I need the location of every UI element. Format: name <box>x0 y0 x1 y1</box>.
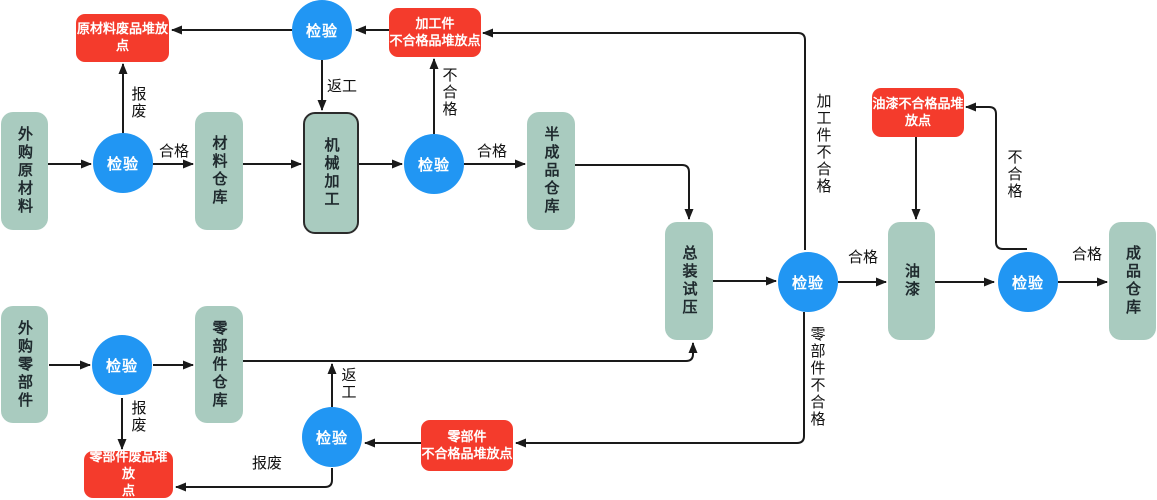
edge-semi-warehouse-to-assembly <box>575 164 694 220</box>
edge-label-nonconforming: 不合格 <box>440 67 458 118</box>
node-label: 总装试压 <box>680 245 698 317</box>
inspection-paint: 检验 <box>998 252 1058 312</box>
reject-line: 加工件 <box>415 15 455 31</box>
edge-label-rework: 返工 <box>327 78 358 95</box>
edge-inspect3-to-parts-reject <box>515 312 805 448</box>
node-machining: 机械加工 <box>303 112 359 234</box>
node-label: 材料仓库 <box>210 135 228 207</box>
reject-parts-nonconforming-pile: 零部件 不合格品堆放点 <box>421 420 513 471</box>
edge-label-parts-nonconforming: 零部件不合格 <box>808 326 826 428</box>
node-label: 外购原材料 <box>16 126 33 216</box>
edge-label-scrap: 报废 <box>252 455 283 472</box>
reject-machined-nonconforming-pile: 加工件 不合格品堆放点 <box>389 8 481 57</box>
edge-label-qualified: 合格 <box>477 143 508 160</box>
reject-raw-material-scrap-pile: 原材料废品堆放 点 <box>76 14 169 62</box>
edge-label-scrap: 报废 <box>129 400 147 434</box>
node-purchased-parts: 外购零部件 <box>1 306 48 423</box>
reject-paint-nonconforming-pile: 油漆不合格品堆 放点 <box>872 88 964 137</box>
edge-label-nonconforming: 不合格 <box>1005 149 1023 200</box>
inspection-label: 检验 <box>1011 274 1044 292</box>
inspection-purchased-parts: 检验 <box>92 335 152 395</box>
node-assembly-pressure-test: 总装试压 <box>665 222 713 340</box>
node-label: 机械加工 <box>322 137 340 209</box>
node-finished-goods-warehouse: 成品仓库 <box>1109 222 1156 340</box>
inspection-label: 检验 <box>791 274 824 292</box>
edge-label-qualified: 合格 <box>159 143 190 160</box>
inspection-label: 检验 <box>305 22 338 40</box>
node-purchased-raw-material: 外购原材料 <box>1 112 48 230</box>
inspection-parts-rework: 检验 <box>302 407 362 467</box>
reject-line: 不合格品堆放点 <box>421 445 513 461</box>
edge-label-rework: 返工 <box>339 367 357 401</box>
reject-parts-scrap-pile: 零部件废品堆放 点 <box>84 449 173 498</box>
node-label: 零部件仓库 <box>210 319 228 410</box>
node-label: 外购零部件 <box>16 319 33 410</box>
inspection-rework-top: 检验 <box>292 0 352 60</box>
edge-rework-inspect2-to-parts-scrap <box>175 468 333 492</box>
node-semi-finished-warehouse: 半成品仓库 <box>527 112 575 230</box>
inspection-label: 检验 <box>417 156 450 174</box>
reject-line: 点 <box>121 482 135 498</box>
node-label: 成品仓库 <box>1124 245 1141 317</box>
reject-line: 零部件废品堆放 <box>89 449 168 482</box>
reject-line: 点 <box>115 38 129 53</box>
node-label: 油漆 <box>903 263 920 299</box>
reject-line: 不合格品堆放点 <box>389 32 481 48</box>
inspection-assembly: 检验 <box>778 252 838 312</box>
node-painting: 油漆 <box>888 222 935 340</box>
edge-label-qualified: 合格 <box>1072 246 1103 263</box>
edge-parts-warehouse-to-assembly <box>243 342 698 362</box>
edge-label-scrap: 报废 <box>129 86 147 120</box>
edge-label-machined-nonconforming: 加工件不合格 <box>814 93 832 195</box>
reject-line: 油漆不合格品堆 <box>872 95 964 111</box>
inspection-label: 检验 <box>105 357 138 375</box>
reject-line: 原材料废品堆放 <box>76 21 168 37</box>
reject-line: 零部件 <box>447 428 487 444</box>
node-parts-warehouse: 零部件仓库 <box>195 306 243 423</box>
edge-inspect4-to-paint-reject <box>965 102 1027 250</box>
node-label: 半成品仓库 <box>542 126 560 216</box>
inspection-label: 检验 <box>315 429 348 447</box>
inspection-raw-material: 检验 <box>93 133 153 193</box>
inspection-label: 检验 <box>106 155 139 173</box>
node-material-warehouse: 材料仓库 <box>195 112 243 230</box>
reject-line: 放点 <box>904 112 931 128</box>
edge-inspect3-to-machined-reject <box>482 28 806 250</box>
inspection-machined-parts: 检验 <box>404 134 464 194</box>
edge-label-qualified: 合格 <box>848 249 879 266</box>
